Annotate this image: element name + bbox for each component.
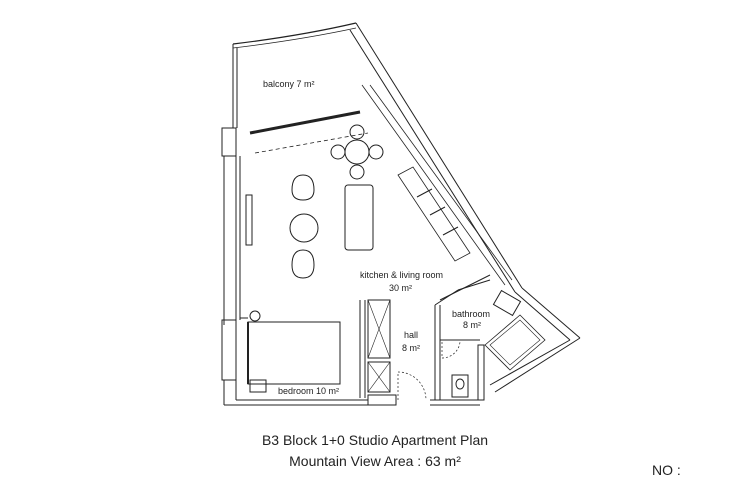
number-label: NO :: [652, 462, 681, 478]
room-label-balcony: balcony 7 m²: [263, 79, 315, 89]
plan-title: B3 Block 1+0 Studio Apartment Plan: [261, 432, 489, 448]
room-label-hall: hall: [404, 330, 419, 340]
room-label-kitchen-living: kitchen & living room: [360, 270, 444, 280]
room-label-bedroom: bedroom 10 m²: [278, 386, 340, 396]
room-area-bathroom: 8 m²: [463, 320, 481, 330]
room-label-bathroom: bathroom: [452, 309, 491, 319]
plan-subtitle: Mountain View Area : 63 m²: [289, 453, 461, 469]
room-area-kitchen-living: 30 m²: [389, 283, 413, 293]
room-area-hall: 8 m²: [402, 343, 420, 353]
